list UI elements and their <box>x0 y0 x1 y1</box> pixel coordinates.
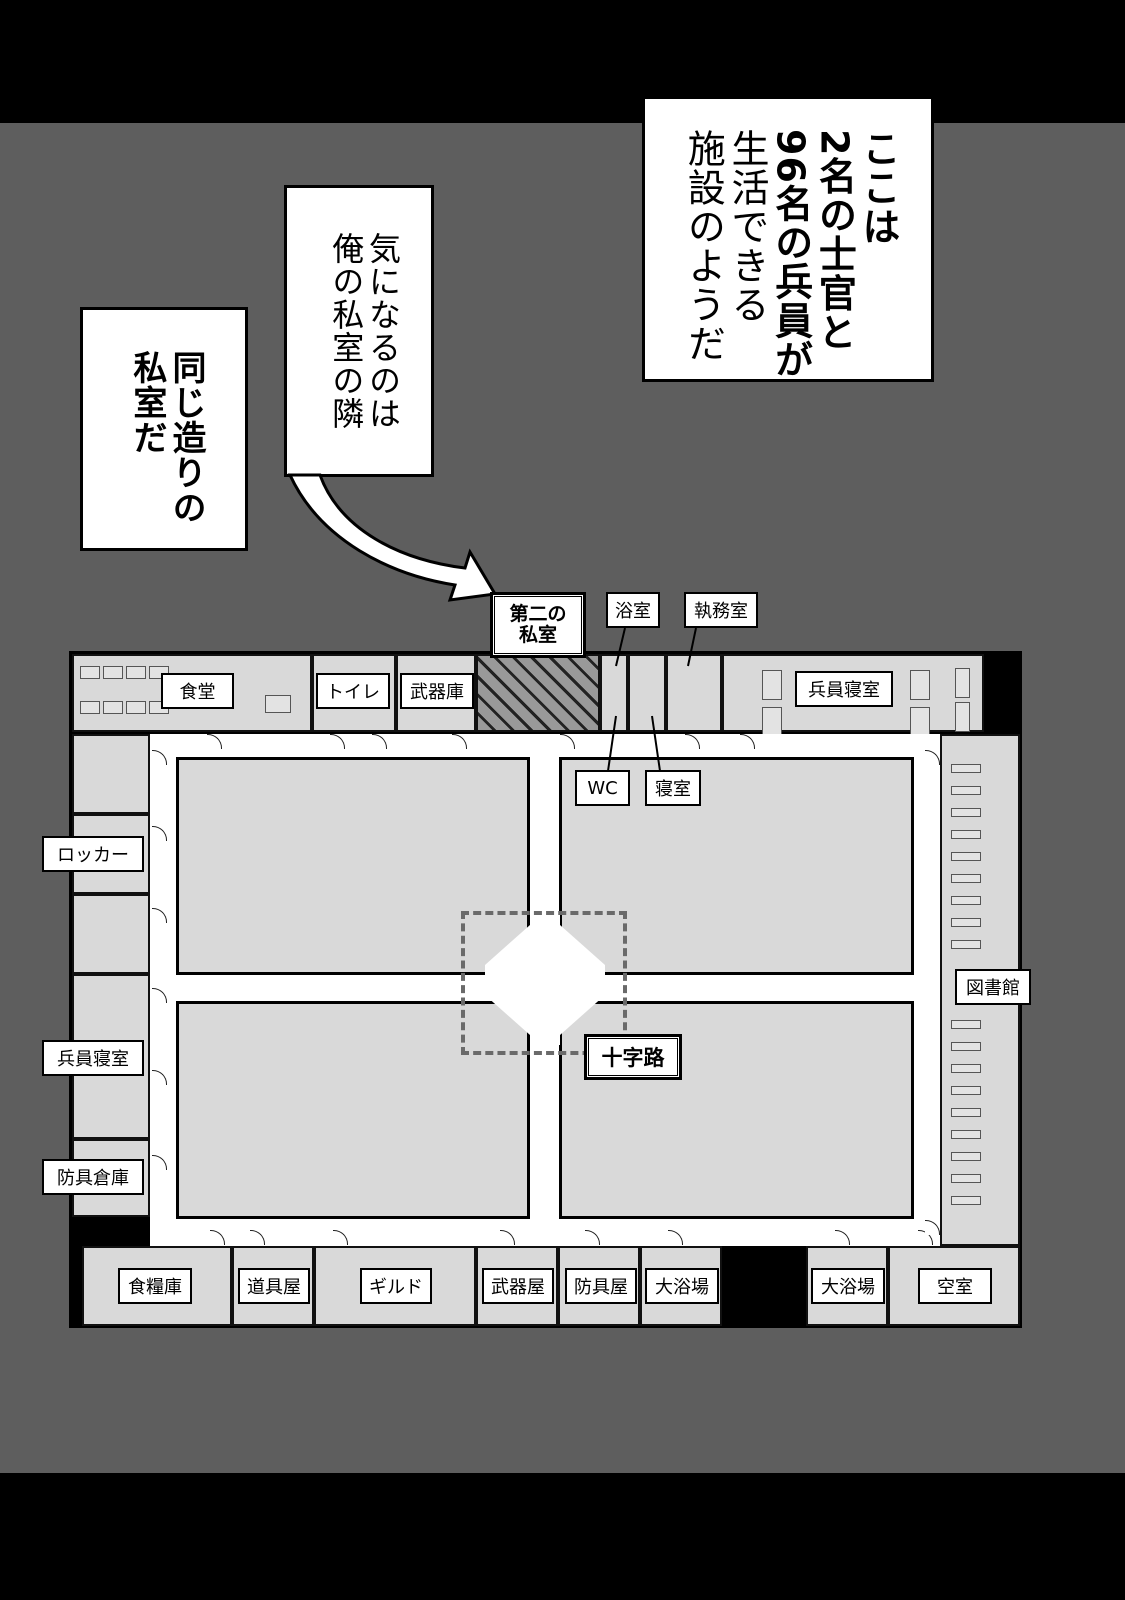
label-dining: 食堂 <box>161 673 234 709</box>
block-top-left <box>176 757 530 975</box>
caption-right-line-5: 施設のようだ <box>681 129 726 363</box>
label-large-bath-1: 大浴場 <box>645 1268 719 1304</box>
room-locker-3 <box>72 894 150 974</box>
caption-right-line-2: 2名の士官と <box>812 129 857 352</box>
label-barracks-top: 兵員寝室 <box>795 671 893 707</box>
caption-box-left: 同じ造りの 私室だ <box>80 307 248 551</box>
label-second-private-line-2: 私室 <box>518 624 557 646</box>
caption-left-line-2: 私室だ <box>126 350 167 455</box>
caption-left-line-1: 同じ造りの <box>166 350 206 525</box>
label-bathroom: 浴室 <box>606 592 660 628</box>
label-armor-shop: 防具屋 <box>565 1268 637 1304</box>
block-bottom-left <box>176 1001 530 1219</box>
label-library: 図書館 <box>955 969 1031 1005</box>
caption-right-line-1: ここは <box>856 129 900 246</box>
label-crossroads: 十字路 <box>584 1034 682 1080</box>
label-item-shop: 道具屋 <box>238 1268 310 1304</box>
caption-right-line-4: 生活できる <box>724 129 769 324</box>
crossroads-plaza <box>485 915 605 1045</box>
label-wc: WC <box>575 770 630 806</box>
label-weapon-shop: 武器屋 <box>482 1268 554 1304</box>
leader-lines <box>607 627 697 772</box>
caption-middle-line-1: 気になるのは <box>364 232 402 430</box>
label-office: 執務室 <box>684 592 758 628</box>
label-empty-room: 空室 <box>918 1268 992 1304</box>
caption-box-right: ここは 2名の士官と 96名の兵員が 生活できる 施設のようだ <box>642 96 934 382</box>
label-barracks-left: 兵員寝室 <box>42 1040 144 1076</box>
curved-arrow-icon <box>287 473 498 602</box>
label-toilet: トイレ <box>316 673 390 709</box>
label-large-bath-2: 大浴場 <box>811 1268 885 1304</box>
room-bedroom <box>628 654 666 732</box>
room-second-private <box>476 654 600 732</box>
label-armory: 武器庫 <box>400 673 474 709</box>
label-second-private-line-1: 第二の <box>509 603 567 626</box>
label-guild: ギルド <box>360 1268 432 1304</box>
room-office <box>666 654 722 732</box>
label-second-private-room: 第二の 私室 <box>490 592 586 658</box>
label-armor-storage: 防具倉庫 <box>42 1159 144 1195</box>
label-locker: ロッカー <box>42 836 144 872</box>
crossroads-dashed-outline <box>461 911 627 1055</box>
caption-box-middle: 気になるのは 俺の私室の隣 <box>284 185 434 477</box>
caption-right-line-3: 96名の兵員が <box>768 129 813 379</box>
label-food-storage: 食糧庫 <box>118 1268 192 1304</box>
label-bedroom: 寝室 <box>645 770 701 806</box>
caption-middle-line-2: 俺の私室の隣 <box>327 232 366 430</box>
room-locker-1 <box>72 734 150 814</box>
